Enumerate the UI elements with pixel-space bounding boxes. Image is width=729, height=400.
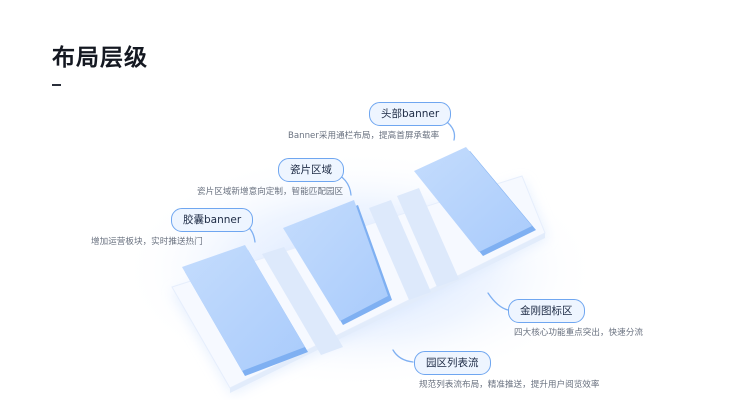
capsule-banner-label: 胶囊banner <box>171 208 254 232</box>
capsule-banner-desc: 增加运营板块，实时推送热门 <box>91 237 203 247</box>
kingkong-icons-desc: 四大核心功能重点突出，快速分流 <box>514 328 643 338</box>
list-strip-2 <box>369 200 431 300</box>
tile-area-label: 瓷片区域 <box>278 158 344 182</box>
park-list-desc: 规范列表流布局，精准推送，提升用户阅览效率 <box>419 380 600 390</box>
title-dash <box>52 84 61 86</box>
header-banner-desc: Banner采用通栏布局，提高首屏承载率 <box>288 131 440 141</box>
capsule-banner-card <box>182 245 308 376</box>
connector-kingkong <box>487 292 509 311</box>
tile-area-desc: 瓷片区域新增意向定制，智能匹配园区 <box>197 187 344 197</box>
header-banner-card <box>414 147 536 256</box>
connector-park-list <box>392 349 414 363</box>
tile-area-card <box>283 200 392 325</box>
list-strip-3 <box>397 188 459 287</box>
kingkong-icons-label: 金刚图标区 <box>508 299 585 323</box>
page-title: 布局层级 <box>52 45 148 71</box>
list-strip-1 <box>262 247 343 355</box>
park-list-label: 园区列表流 <box>414 351 491 375</box>
header-banner-label: 头部banner <box>369 102 452 126</box>
